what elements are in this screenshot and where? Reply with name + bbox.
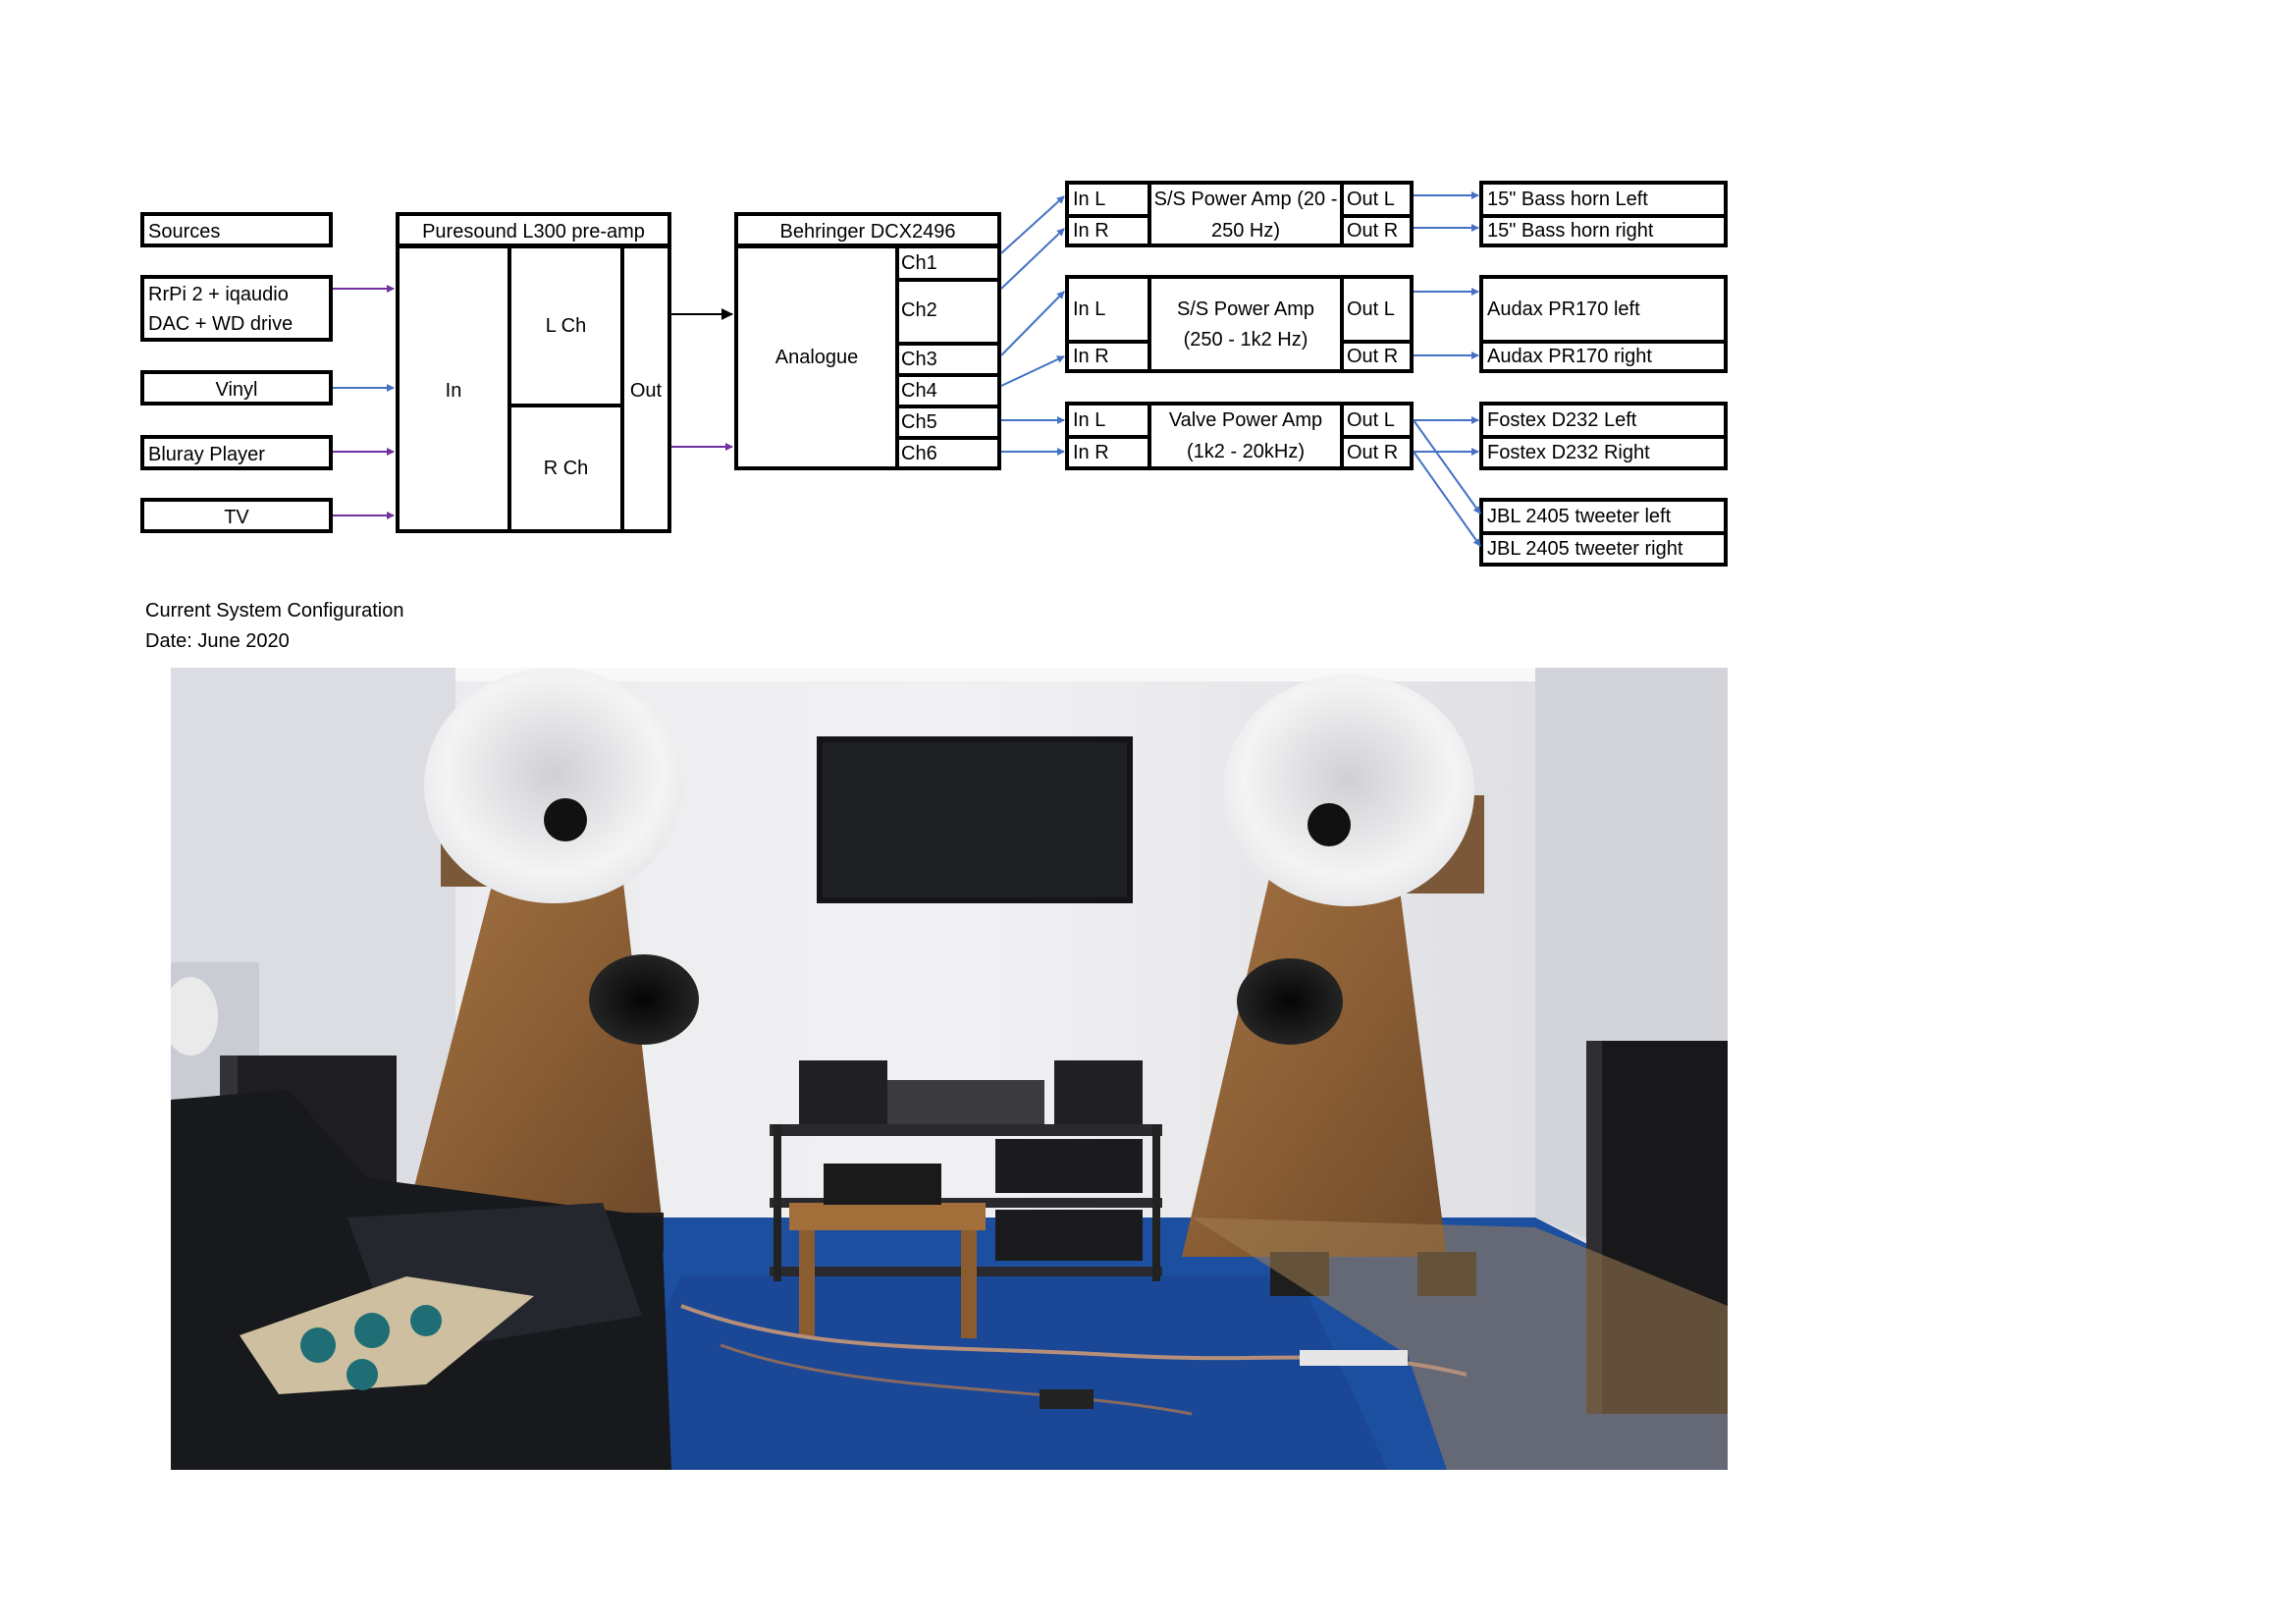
preamp-lch-label: L Ch — [545, 315, 587, 337]
speaker-fostex-box: Fostex D232 Left Fostex D232 Right — [1479, 402, 1728, 470]
amp-bass-name-2: 250 Hz) — [1210, 220, 1281, 242]
crossover-ch6: Ch6 — [901, 443, 937, 464]
crossover-ch3: Ch3 — [901, 349, 937, 370]
crossover-ch2: Ch2 — [901, 299, 937, 321]
caption-date: Date: June 2020 — [145, 630, 290, 652]
source-tv-box: TV — [140, 498, 333, 533]
sources-header-box: Sources — [140, 212, 333, 247]
source-vinyl: Vinyl — [215, 379, 258, 401]
preamp-body: In L Ch R Ch Out — [396, 244, 671, 533]
amp-valve-name-2: (1k2 - 20kHz) — [1186, 441, 1306, 462]
source-vinyl-box: Vinyl — [140, 370, 333, 406]
crossover-title: Behringer DCX2496 — [779, 221, 956, 243]
speaker-jbl-box: JBL 2405 tweeter left JBL 2405 tweeter r… — [1479, 498, 1728, 567]
amp-mid-out-l: Out L — [1347, 298, 1395, 320]
crossover-analogue-label: Analogue — [774, 347, 859, 368]
speaker-audax-left: Audax PR170 left — [1487, 298, 1640, 320]
amp-bass-out-l: Out L — [1347, 189, 1395, 210]
amp-bass-name-1: S/S Power Amp (20 - — [1153, 189, 1338, 210]
speaker-bass-box: 15" Bass horn Left 15" Bass horn right — [1479, 181, 1728, 247]
amp-valve-out-r: Out R — [1347, 442, 1399, 463]
speaker-fostex-right: Fostex D232 Right — [1487, 442, 1650, 463]
amp-bass-in-l: In L — [1073, 189, 1106, 210]
room-photo — [171, 668, 1728, 1470]
source-bluray-box: Bluray Player — [140, 435, 333, 470]
amp-valve: In L In R Valve Power Amp (1k2 - 20kHz) … — [1065, 402, 1414, 470]
preamp-title: Puresound L300 pre-amp — [422, 221, 645, 243]
amp-mid-name-2: (250 - 1k2 Hz) — [1183, 329, 1308, 351]
source-rpi-line1: RrPi 2 + iqaudio — [148, 284, 289, 305]
preamp-title-box: Puresound L300 pre-amp — [396, 212, 671, 247]
speaker-audax-box: Audax PR170 left Audax PR170 right — [1479, 275, 1728, 373]
source-tv: TV — [224, 507, 249, 528]
speaker-fostex-left: Fostex D232 Left — [1487, 409, 1637, 431]
amp-valve-out-l: Out L — [1347, 409, 1395, 431]
speaker-bass-right: 15" Bass horn right — [1487, 220, 1654, 242]
wire-ch2-to-amp — [1000, 228, 1065, 290]
sources-header: Sources — [148, 221, 221, 243]
amp-valve-name-1: Valve Power Amp — [1168, 409, 1323, 431]
crossover-ch4: Ch4 — [901, 380, 937, 402]
amp-bass: In L In R S/S Power Amp (20 - 250 Hz) Ou… — [1065, 181, 1414, 247]
amp-mid-in-l: In L — [1073, 298, 1106, 320]
crossover-ch1: Ch1 — [901, 252, 937, 274]
crossover-body: Analogue Ch1 Ch2 Ch3 Ch4 Ch5 Ch6 — [734, 244, 1001, 470]
caption-title: Current System Configuration — [145, 600, 404, 622]
speaker-audax-right: Audax PR170 right — [1487, 346, 1652, 367]
wire-amp3-l-to-jbl — [1413, 419, 1481, 514]
preamp-in-label: In — [445, 380, 462, 402]
source-rpi-box: RrPi 2 + iqaudio DAC + WD drive — [140, 275, 333, 342]
source-rpi-line2: DAC + WD drive — [148, 313, 294, 335]
amp-mid-in-r: In R — [1073, 346, 1109, 367]
amp-mid: In L In R S/S Power Amp (250 - 1k2 Hz) O… — [1065, 275, 1414, 373]
preamp-out-label: Out — [629, 380, 663, 402]
amp-mid-name-1: S/S Power Amp — [1176, 298, 1315, 320]
amp-bass-in-r: In R — [1073, 220, 1109, 242]
source-bluray: Bluray Player — [148, 444, 265, 465]
wire-ch3-to-amp — [1000, 291, 1065, 356]
preamp-rch-label: R Ch — [543, 458, 589, 479]
amp-valve-in-r: In R — [1073, 442, 1109, 463]
speaker-bass-left: 15" Bass horn Left — [1487, 189, 1648, 210]
room-photo-illustration — [171, 668, 1728, 1470]
wire-amp3-r-to-jbl — [1413, 451, 1481, 547]
speaker-jbl-left: JBL 2405 tweeter left — [1487, 506, 1672, 527]
amp-mid-out-r: Out R — [1347, 346, 1399, 367]
amp-bass-out-r: Out R — [1347, 220, 1399, 242]
wire-ch1-to-amp — [1000, 195, 1065, 254]
crossover-ch5: Ch5 — [901, 411, 937, 433]
wire-ch4-to-amp — [1000, 355, 1065, 387]
speaker-jbl-right: JBL 2405 tweeter right — [1487, 538, 1683, 560]
amp-valve-in-l: In L — [1073, 409, 1106, 431]
